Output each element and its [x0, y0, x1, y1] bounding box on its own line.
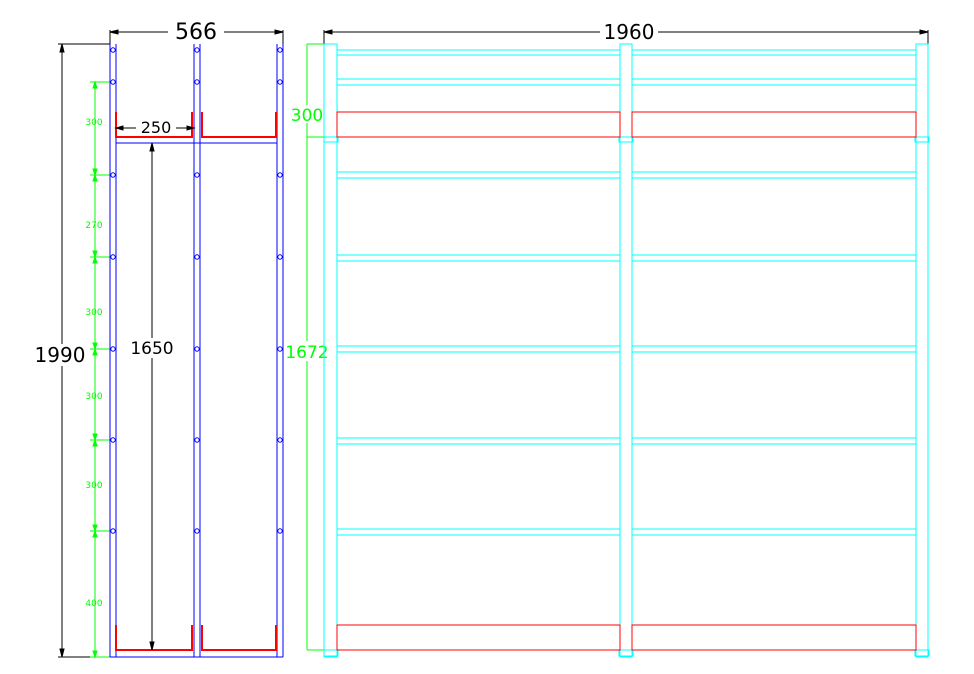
spacing-label-6: 400 — [85, 599, 102, 609]
front-lower-section-label: 1672 — [285, 343, 328, 363]
side-width-label: 566 — [175, 20, 217, 45]
side-mounting-holes — [110, 47, 283, 534]
front-width-label: 1960 — [604, 20, 655, 44]
front-baskets — [336, 111, 917, 651]
front-top-section-label: 300 — [291, 106, 323, 126]
front-view: 1960 300 1672 — [284, 20, 930, 658]
side-uprights — [109, 44, 284, 658]
spacing-label-1: 300 — [85, 118, 102, 128]
side-height-label: 1990 — [35, 343, 86, 367]
front-shelf-beams — [337, 49, 916, 536]
spacing-label-3: 300 — [85, 308, 102, 318]
inner-height-label: 1650 — [130, 339, 173, 359]
front-uprights — [323, 43, 930, 658]
basket-width-label: 250 — [141, 118, 172, 137]
side-spacing-dimension-chain — [90, 80, 110, 659]
spacing-label-2: 270 — [85, 221, 102, 231]
spacing-label-4: 300 — [85, 392, 102, 402]
side-view: 566 1990 — [30, 20, 284, 659]
spacing-label-5: 300 — [85, 481, 102, 491]
inner-height-dimension — [149, 142, 155, 651]
side-baskets — [115, 112, 277, 651]
